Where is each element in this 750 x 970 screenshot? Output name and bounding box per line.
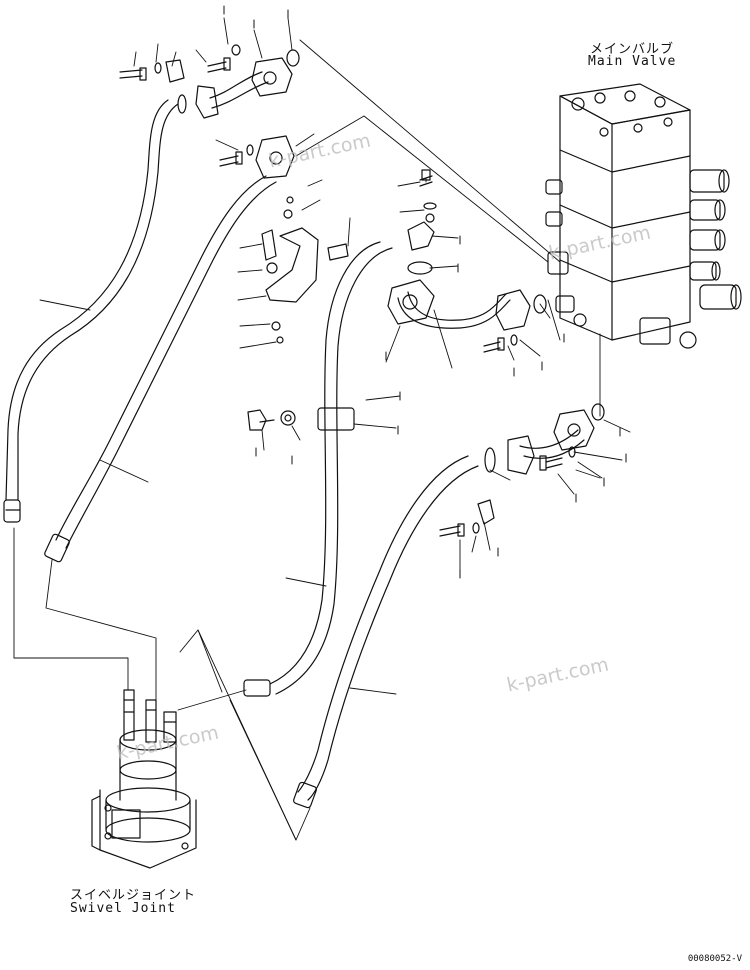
- hoses: [3, 71, 585, 809]
- swivel-joint: [91, 689, 197, 869]
- drawing-code: 00080052-V: [687, 954, 742, 964]
- main-valve-label-jp: メインバルブ: [590, 42, 675, 57]
- fittings: [119, 44, 605, 537]
- callout-marks: [223, 5, 627, 579]
- main-valve: [545, 83, 742, 349]
- swivel-joint-label-jp: スイベルジョイント: [70, 888, 197, 903]
- main-valve-label-en: Main Valve: [588, 54, 677, 69]
- swivel-joint-label-en: Swivel Joint: [70, 901, 176, 916]
- leader-lines: [13, 17, 631, 841]
